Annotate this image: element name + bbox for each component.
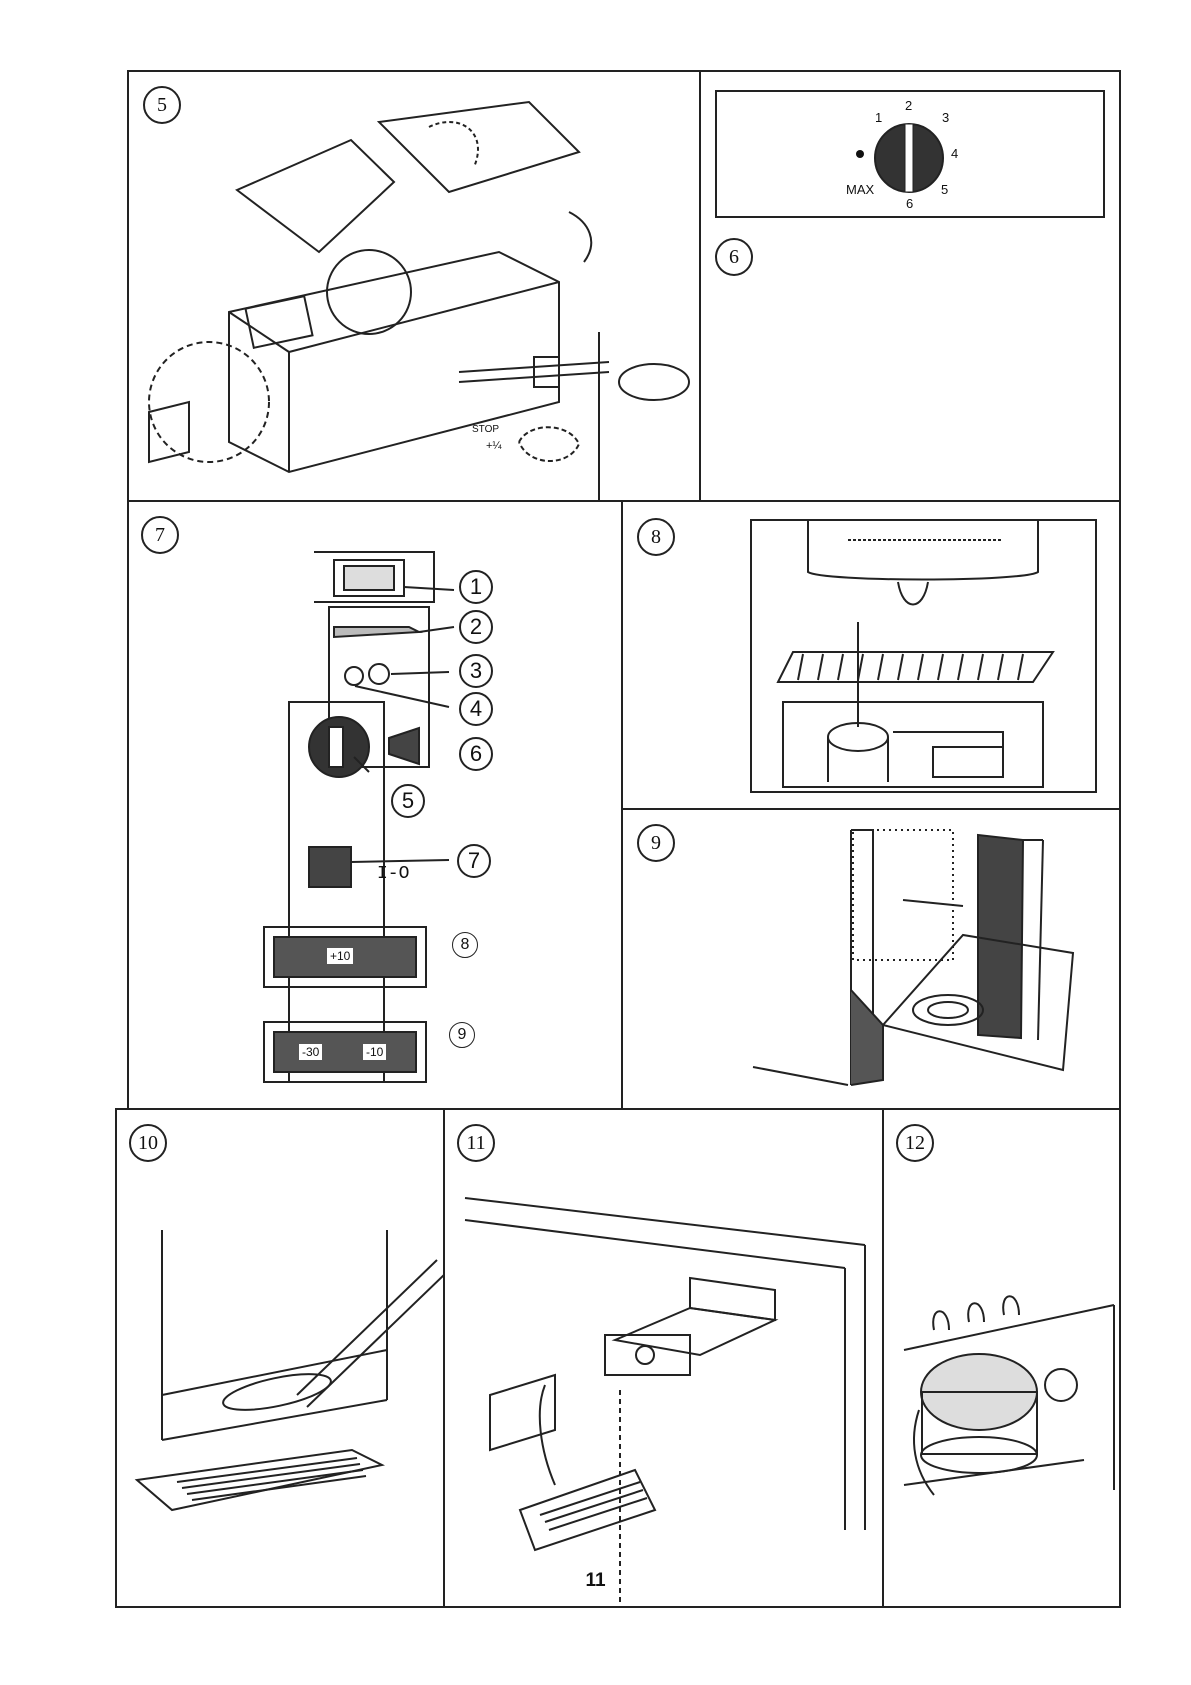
dial-tick-1: 1 [875,110,882,125]
callout-1: 1 [459,570,493,604]
dial-tick-3: 3 [942,110,949,125]
stop-label: STOP [472,424,499,435]
panel-6: 1 2 3 4 5 6 MAX 6 [699,70,1121,502]
control-panel-illustration [129,502,623,1110]
dial-tick-6: 6 [906,196,913,211]
panel-7: 7 1 2 3 4 6 5 7 [127,500,623,1110]
display-9-right: -10 [363,1044,386,1060]
panel-number: 6 [715,238,753,276]
panel-8: 8 [621,500,1121,810]
drip-tray-illustration [623,502,1121,810]
defrost-door-illustration [623,810,1121,1110]
thermostat-dial [701,72,1121,502]
callout-9: 9 [449,1022,475,1048]
dial-tick-2: 2 [905,98,912,113]
panel-10: 10 [115,1108,445,1608]
freezer-lid-illustration [129,72,701,502]
panel-11: 11 [443,1108,884,1608]
callout-4: 4 [459,692,493,726]
grille-cleaning-illustration [117,1110,445,1608]
quarter-turn-label: +¼ [486,440,502,452]
callout-5: 5 [391,784,425,818]
callout-7: 7 [457,844,491,878]
display-8-value: +10 [327,948,353,964]
dial-max-label: MAX [846,182,874,197]
callout-3: 3 [459,654,493,688]
dial-tick-5: 5 [941,182,948,197]
page-number: 11 [0,1570,1191,1592]
display-9-left: -30 [299,1044,322,1060]
compressor-illustration [884,1110,1121,1608]
switch-label: I-O [377,864,409,884]
callout-2: 2 [459,610,493,644]
panel-9: 9 [621,808,1121,1110]
dial-tick-4: 4 [951,146,958,161]
panel-12: 12 [882,1108,1121,1608]
light-cover-illustration [445,1110,884,1608]
callout-8: 8 [452,932,478,958]
panel-5: 5 STOP +¼ [127,70,701,502]
callout-6: 6 [459,737,493,771]
